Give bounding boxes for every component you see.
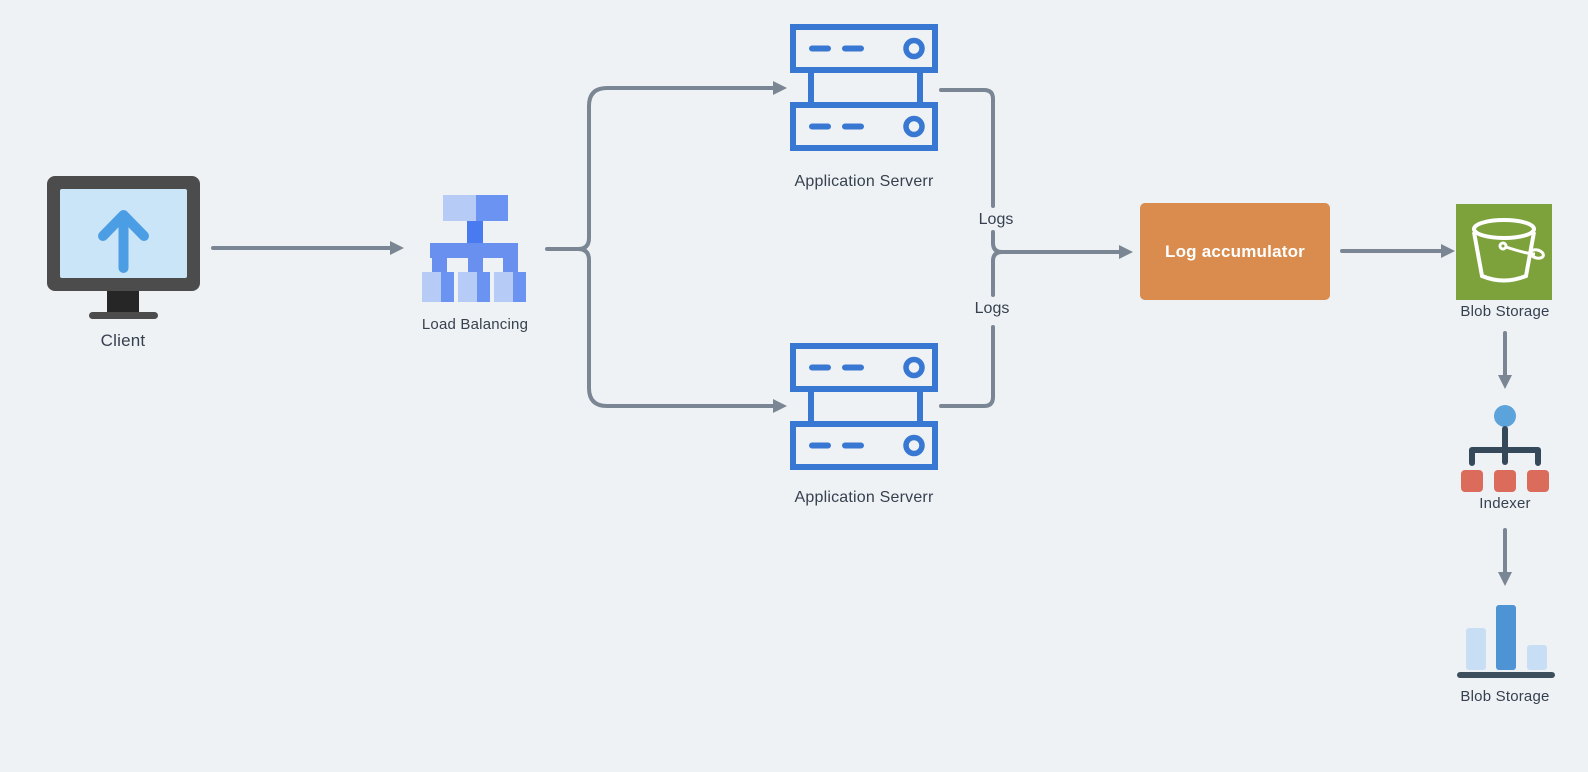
arrowhead-to-loadbalancer	[390, 241, 404, 255]
server-stack-top-icon	[790, 24, 938, 151]
blob-storage-top-label: Blob Storage	[1460, 303, 1550, 320]
app-server-bottom-label: Application Serverr	[794, 489, 934, 506]
load-balancer-icon	[422, 195, 526, 302]
blob-storage-chart-icon	[1457, 605, 1555, 678]
blob-storage-bottom-label: Blob Storage	[1460, 688, 1550, 705]
arrowhead-to-indexer	[1498, 375, 1512, 389]
arrowhead-to-accumulator	[1119, 245, 1133, 259]
indexer-icon	[1461, 405, 1549, 492]
log-accumulator-box: Log accumulator	[1140, 203, 1330, 300]
blob-storage-bucket-icon	[1456, 204, 1552, 300]
arrowhead-to-blob-storage	[1441, 244, 1455, 258]
edge-split-to-bottom-server	[576, 247, 775, 408]
logs-label-bottom: Logs	[972, 300, 1012, 318]
load-balancing-label: Load Balancing	[421, 316, 529, 333]
app-server-top-label: Application Serverr	[794, 173, 934, 190]
arrowhead-to-blob-storage2	[1498, 572, 1512, 586]
edge-bottom-logs-merge	[991, 250, 1004, 297]
indexer-label: Indexer	[1479, 495, 1531, 512]
edge-bottom-server-logs-up	[939, 325, 995, 408]
client-monitor-icon	[47, 176, 200, 319]
edge-top-server-logs-down	[939, 88, 995, 208]
edge-split-to-top-server	[576, 86, 775, 251]
upload-arrow-icon	[98, 210, 149, 273]
log-accumulator-label: Log accumulator	[1165, 241, 1305, 261]
arrowhead-to-bottom-server	[773, 399, 787, 413]
arrowhead-to-top-server	[773, 81, 787, 95]
logs-label-top: Logs	[976, 211, 1016, 229]
server-stack-bottom-icon	[790, 343, 938, 470]
edge-top-logs-merge	[991, 230, 1004, 254]
client-label: Client	[100, 331, 146, 350]
